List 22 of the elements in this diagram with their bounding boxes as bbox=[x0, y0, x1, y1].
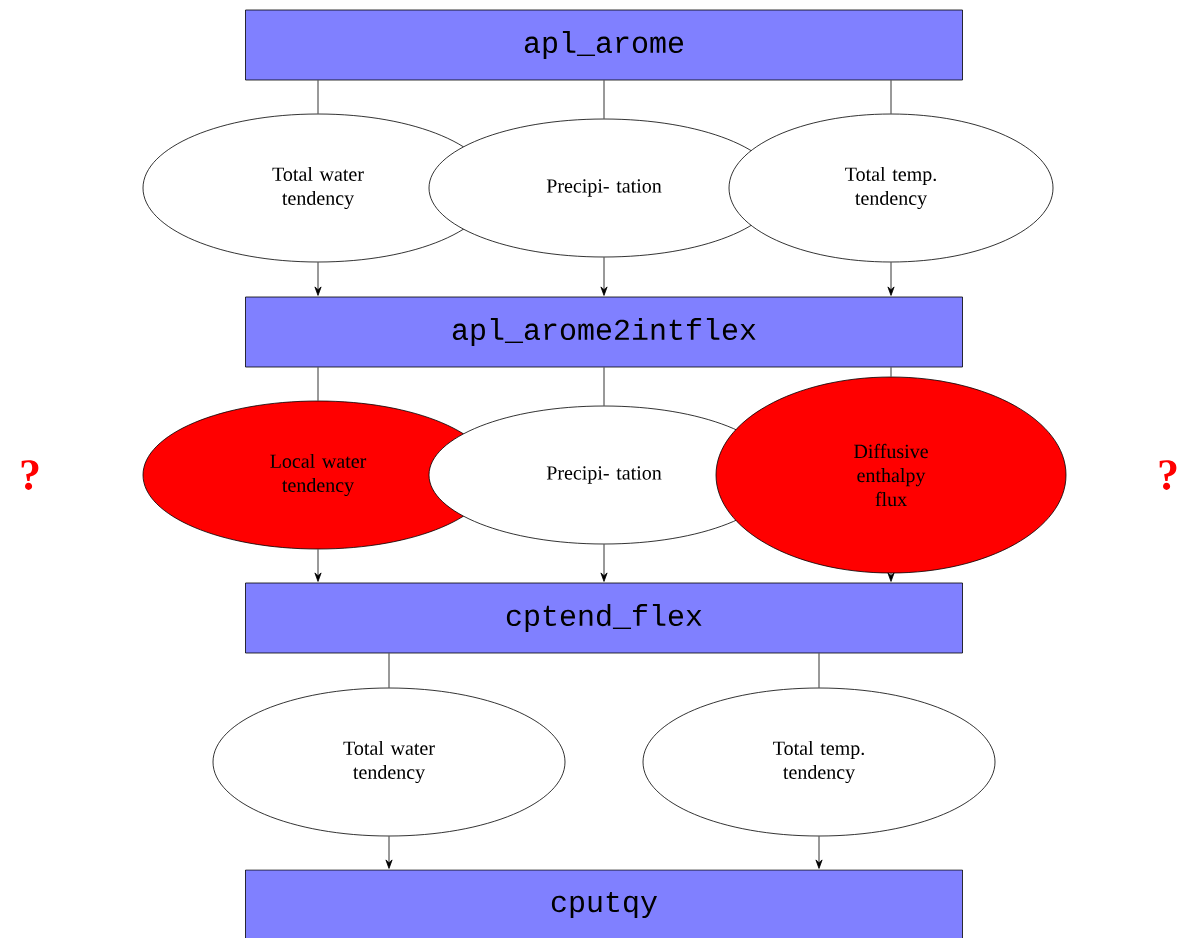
connector-line bbox=[317, 80, 319, 114]
question-mark: ? bbox=[1159, 460, 1177, 490]
arrow bbox=[385, 836, 393, 869]
arrow bbox=[600, 257, 608, 296]
connector-line bbox=[890, 367, 892, 377]
arrow bbox=[815, 836, 823, 869]
connector-line bbox=[603, 367, 605, 406]
arrow bbox=[887, 572, 895, 582]
process-box: apl_arome bbox=[245, 9, 963, 81]
process-box: cputqy bbox=[245, 869, 963, 938]
connector-line bbox=[317, 367, 319, 401]
process-box: cptend_flex bbox=[245, 582, 963, 654]
connector-line bbox=[890, 80, 892, 114]
arrow bbox=[314, 549, 322, 582]
connector-line bbox=[388, 653, 390, 688]
question-mark: ? bbox=[21, 460, 39, 490]
arrow bbox=[600, 544, 608, 582]
connector-line bbox=[603, 80, 605, 119]
process-box: apl_arome2intflex bbox=[245, 296, 963, 368]
connector-line bbox=[818, 653, 820, 688]
arrow bbox=[314, 262, 322, 296]
arrow bbox=[887, 262, 895, 296]
